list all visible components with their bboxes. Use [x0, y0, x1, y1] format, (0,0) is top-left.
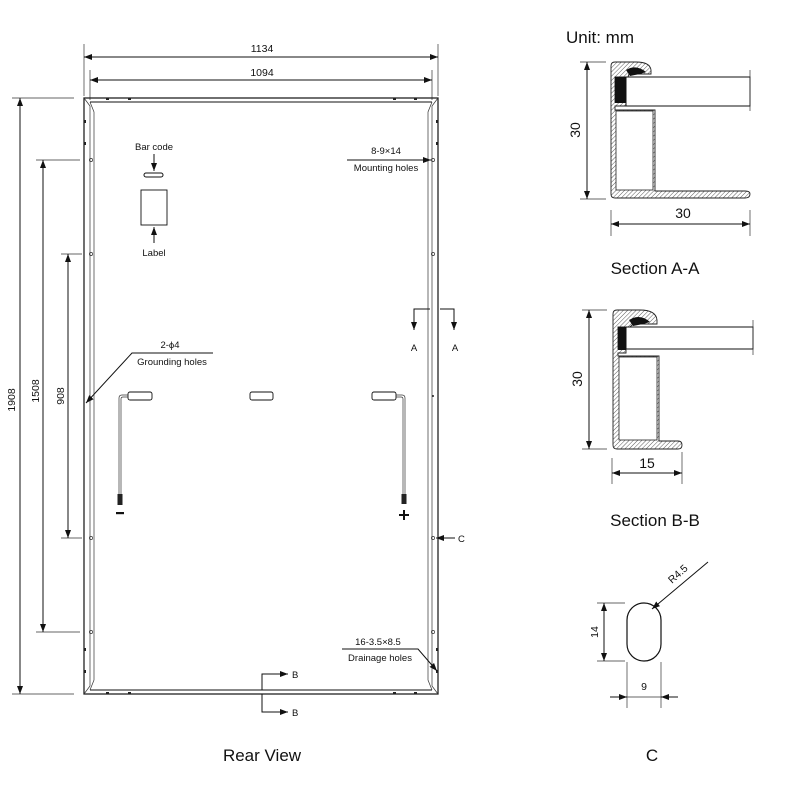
bar-code-text: Bar code: [135, 142, 173, 153]
svg-text:30: 30: [675, 205, 691, 221]
bar-code-icon: [143, 172, 164, 178]
dim-mount-inner: 908: [55, 387, 67, 405]
section-b-b: 30 15 Section B-B: [569, 309, 754, 530]
negative-sign: [116, 512, 124, 515]
svg-text:B: B: [292, 708, 298, 719]
dim-c-width: 9: [610, 662, 678, 708]
section-b-title: Section B-B: [610, 511, 700, 530]
dim-1908: 1908: [6, 97, 74, 695]
label-area: [140, 189, 168, 226]
svg-text:30: 30: [567, 122, 583, 138]
grounding-holes-spec: 2-ϕ4: [160, 340, 179, 351]
grounding-holes-label: Grounding holes: [137, 357, 207, 368]
detail-c: R4.5 14 9 C: [589, 561, 709, 765]
svg-text:B: B: [292, 670, 298, 681]
detail-c-radius: R4.5: [666, 562, 691, 586]
section-b-marker: B B: [261, 670, 298, 719]
detail-c-title: C: [646, 746, 658, 765]
dim-overall-width: 1134: [251, 43, 274, 55]
svg-text:15: 15: [639, 455, 655, 471]
cable-negative: [116, 394, 128, 515]
detail-c-marker: C: [458, 534, 465, 545]
label-text: Label: [142, 248, 165, 259]
dim-b-height: 30: [569, 309, 607, 450]
positive-sign: [399, 510, 409, 520]
section-a-a: 30 30 Section A-A: [567, 61, 751, 278]
dim-a-width: 30: [610, 205, 751, 236]
drainage-holes-spec: 16-3.5×8.5: [355, 637, 401, 648]
dim-908: 908: [55, 253, 82, 539]
unit-label: Unit: mm: [566, 28, 634, 47]
section-a-title: Section A-A: [611, 259, 700, 278]
dim-1134: 1134: [83, 43, 439, 96]
rear-view-title: Rear View: [223, 746, 302, 765]
mounting-holes-spec: 8-9×14: [371, 146, 401, 157]
svg-text:9: 9: [641, 681, 647, 693]
section-a-marker: A A: [411, 308, 459, 354]
dim-mount-outer: 1508: [30, 379, 42, 403]
dim-1508: 1508: [30, 159, 80, 633]
dim-1094: 1094: [89, 67, 433, 100]
dim-overall-length: 1908: [6, 388, 18, 412]
junction-boxes: [127, 391, 397, 401]
mounting-holes-label: Mounting holes: [354, 163, 419, 174]
dim-b-width: 15: [611, 452, 683, 484]
rear-view: 1134 1094 1908 1508 908: [6, 43, 465, 765]
slot-hole-icon: [626, 602, 662, 662]
svg-text:14: 14: [589, 626, 601, 638]
svg-text:A: A: [411, 343, 418, 354]
dim-a-height: 30: [567, 61, 606, 200]
drainage-holes-label: Drainage holes: [348, 653, 412, 664]
dim-c-height: 14: [589, 602, 625, 662]
svg-text:30: 30: [569, 371, 585, 387]
cable-positive: [396, 394, 409, 520]
dim-inner-width: 1094: [250, 67, 274, 79]
svg-text:A: A: [452, 343, 459, 354]
mounting-hole-icons: [89, 158, 435, 634]
